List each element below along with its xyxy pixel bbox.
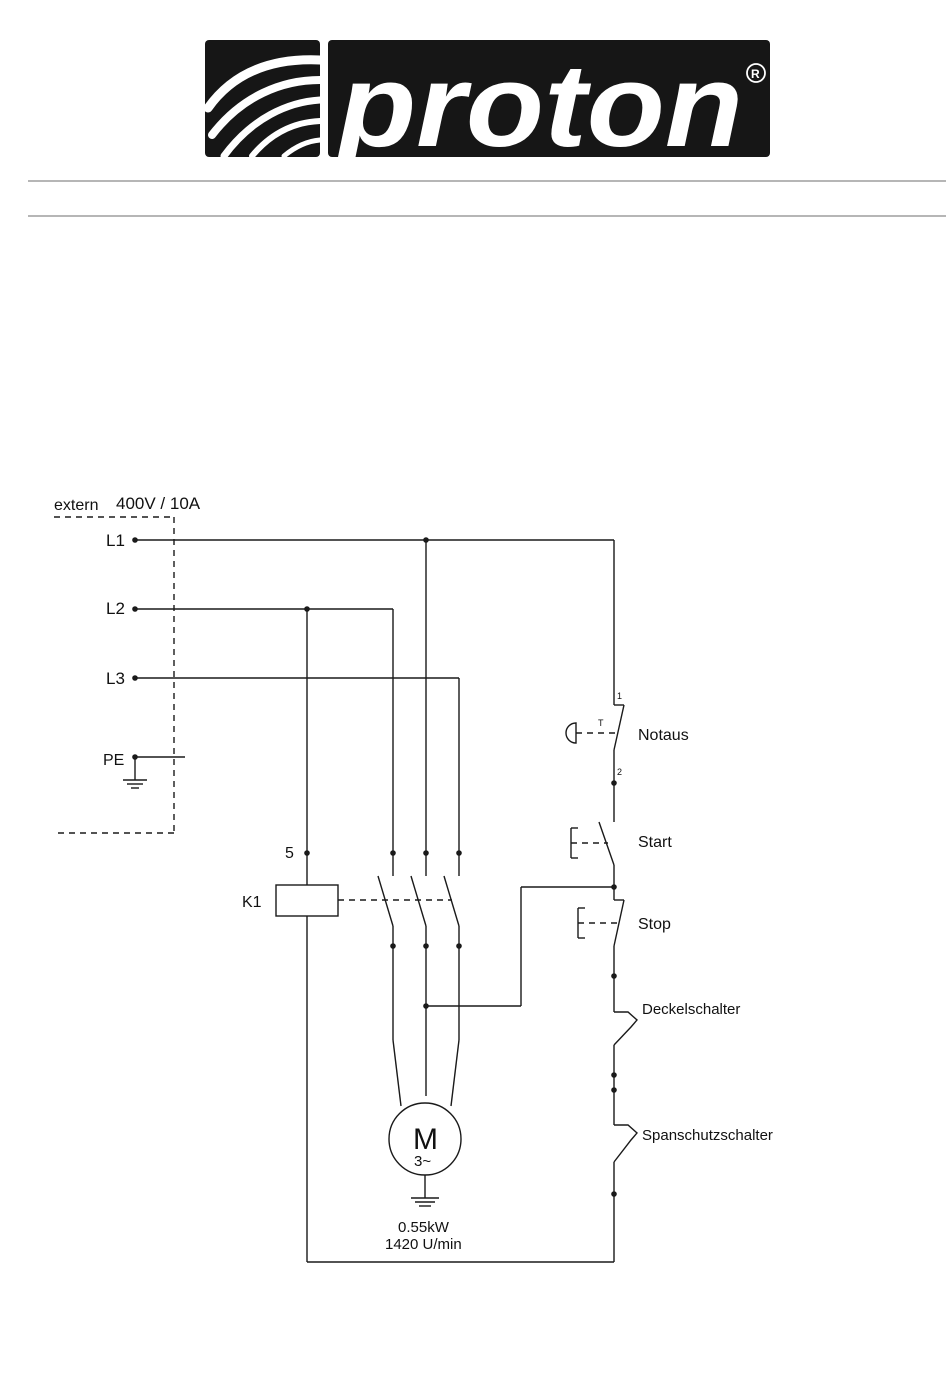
motor: M 3~ 0.55kW 1420 U/min xyxy=(385,887,614,1253)
terminal-l1: L1 xyxy=(106,531,125,550)
switch-stop: Stop xyxy=(578,900,671,1012)
control-circuit: 1 2 T Notaus Start Stop xyxy=(307,688,773,1262)
registered-mark: R xyxy=(751,67,760,81)
start-label: Start xyxy=(638,834,672,851)
motor-speed: 1420 U/min xyxy=(385,1236,462,1253)
extern-label: extern xyxy=(54,497,98,514)
deckel-label: Deckelschalter xyxy=(642,1001,740,1018)
external-supply: extern 400V / 10A xyxy=(54,494,201,833)
contactor-label: K1 xyxy=(242,894,262,911)
contactor-terminal-label: 5 xyxy=(285,845,294,862)
stop-label: Stop xyxy=(638,916,671,933)
logo-brand-text: proton xyxy=(335,40,743,172)
terminal-l2: L2 xyxy=(106,599,125,618)
switch-notaus: 1 2 T Notaus xyxy=(566,688,689,822)
notaus-pin-1: 1 xyxy=(617,691,622,701)
notaus-label: Notaus xyxy=(638,727,689,744)
switch-start: Start xyxy=(571,822,672,900)
mushroom-button-icon xyxy=(566,723,576,743)
switch-deckel: Deckelschalter xyxy=(614,1001,740,1125)
motor-m-label: M xyxy=(413,1123,438,1156)
terminal-l3: L3 xyxy=(106,669,125,688)
supply-rating: 400V / 10A xyxy=(116,494,201,513)
phase-lines xyxy=(123,540,614,885)
notaus-t-label: T xyxy=(598,718,604,728)
spanschutz-label: Spanschutzschalter xyxy=(642,1127,773,1144)
notaus-pin-2: 2 xyxy=(617,767,622,777)
switch-spanschutz: Spanschutzschalter xyxy=(614,1125,773,1262)
terminal-pe: PE xyxy=(103,752,124,769)
junction-dots xyxy=(132,537,617,1197)
motor-power: 0.55kW xyxy=(398,1219,450,1236)
proton-logo: proton R xyxy=(205,40,770,172)
contactor-coil xyxy=(276,885,338,916)
motor-phase-label: 3~ xyxy=(414,1153,431,1170)
